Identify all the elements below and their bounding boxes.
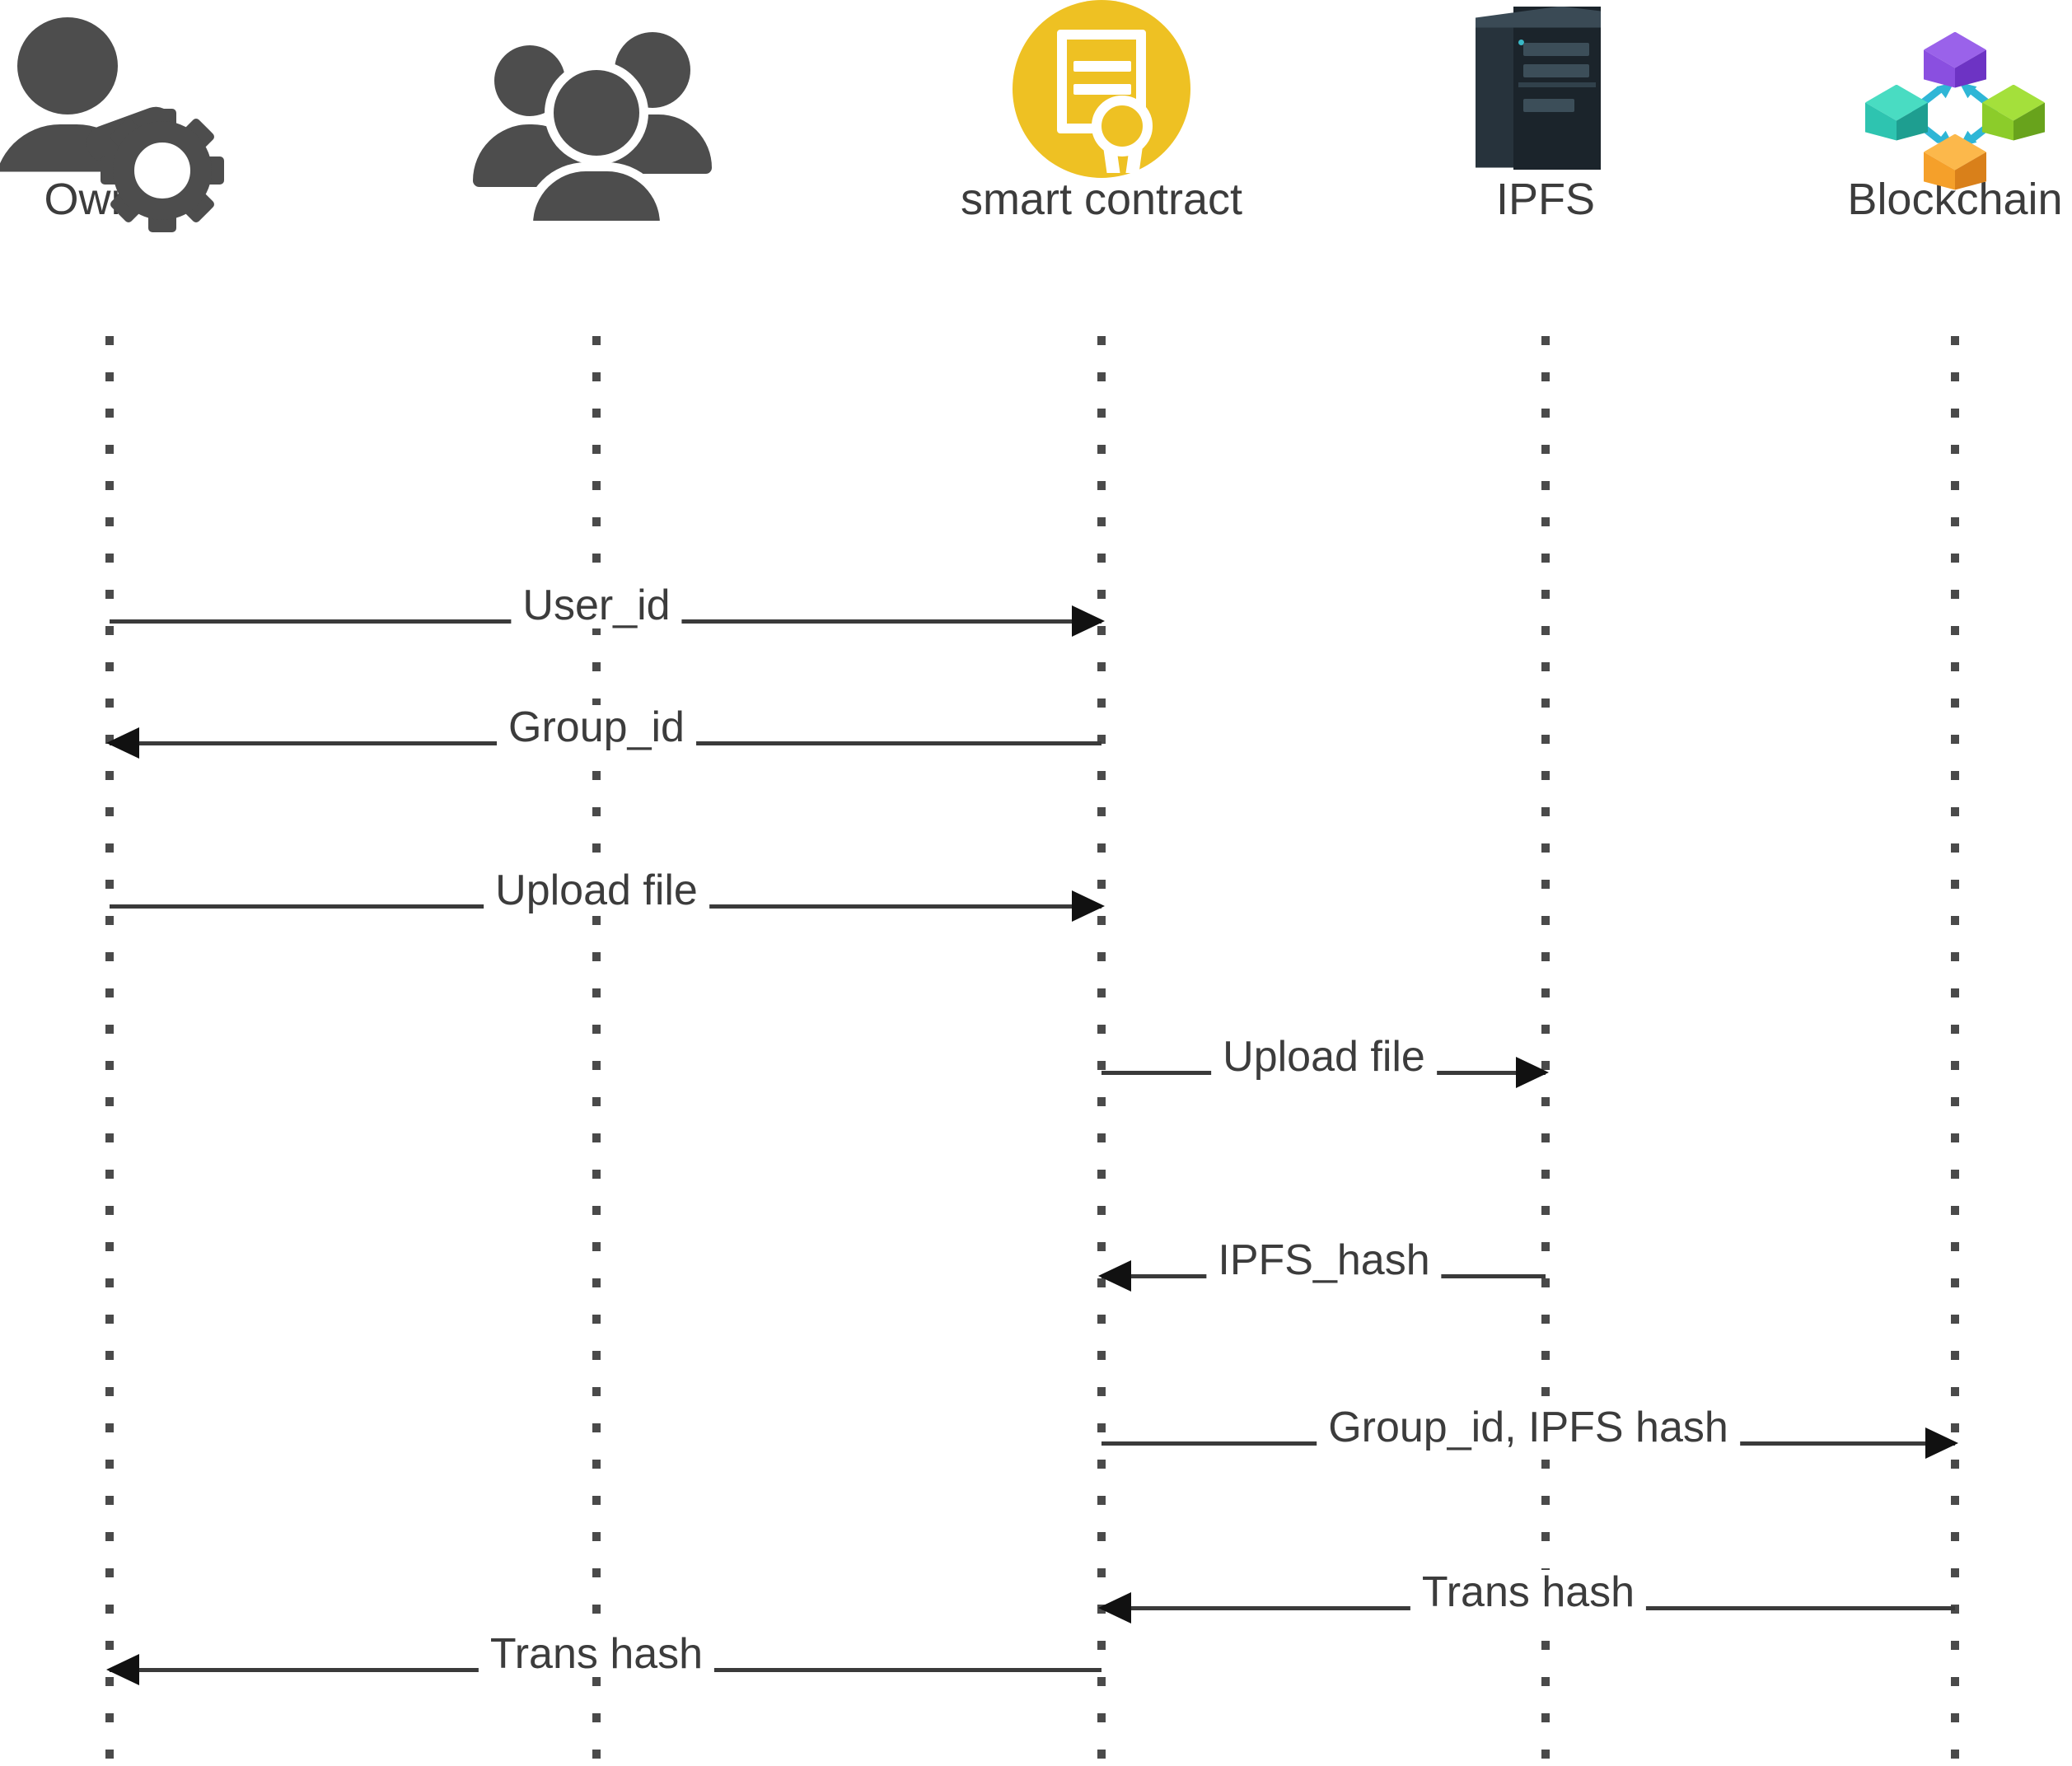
lifeline-user bbox=[592, 336, 601, 1763]
actor-owner[interactable]: Owner bbox=[0, 0, 266, 247]
actor-label-smart-contract: smart contract bbox=[960, 175, 1243, 224]
actor-blockchain[interactable]: Blockchain bbox=[1798, 0, 2072, 247]
arrowhead-icon bbox=[1072, 890, 1105, 922]
message-label: Group_id bbox=[497, 705, 696, 750]
actor-ipfs[interactable]: IPFS bbox=[1389, 0, 1702, 247]
actor-label-ipfs: IPFS bbox=[1495, 175, 1596, 224]
message-label: Trans hash bbox=[478, 1632, 715, 1677]
message-label: Trans hash bbox=[1410, 1570, 1647, 1615]
arrowhead-icon bbox=[1516, 1057, 1549, 1088]
arrowhead-icon bbox=[1072, 605, 1105, 637]
lifeline-chain bbox=[1951, 336, 1959, 1763]
arrowhead-icon bbox=[1098, 1592, 1131, 1624]
message-label: Group_id, IPFS hash bbox=[1317, 1405, 1740, 1451]
lifeline-owner bbox=[105, 336, 114, 1763]
people-group-icon bbox=[473, 0, 720, 230]
arrowhead-icon bbox=[106, 727, 139, 759]
actor-user[interactable]: User bbox=[440, 0, 753, 247]
arrowhead-icon bbox=[1098, 1260, 1131, 1292]
actor-smart-contract[interactable]: smart contract bbox=[945, 0, 1258, 247]
server-tower-icon bbox=[1476, 0, 1616, 177]
message-label: User_id bbox=[511, 583, 682, 628]
lifeline-contract bbox=[1097, 336, 1106, 1763]
arrowhead-icon bbox=[1925, 1427, 1958, 1459]
message-label: Upload file bbox=[484, 868, 709, 913]
message-label: IPFS_hash bbox=[1206, 1238, 1442, 1283]
message-label: Upload file bbox=[1211, 1035, 1437, 1080]
blockchain-cubes-icon bbox=[1860, 0, 2050, 190]
arrowhead-icon bbox=[106, 1654, 139, 1685]
certificate-icon bbox=[1013, 0, 1190, 178]
lifeline-ipfs bbox=[1541, 336, 1550, 1763]
person-gear-icon bbox=[0, 0, 233, 232]
